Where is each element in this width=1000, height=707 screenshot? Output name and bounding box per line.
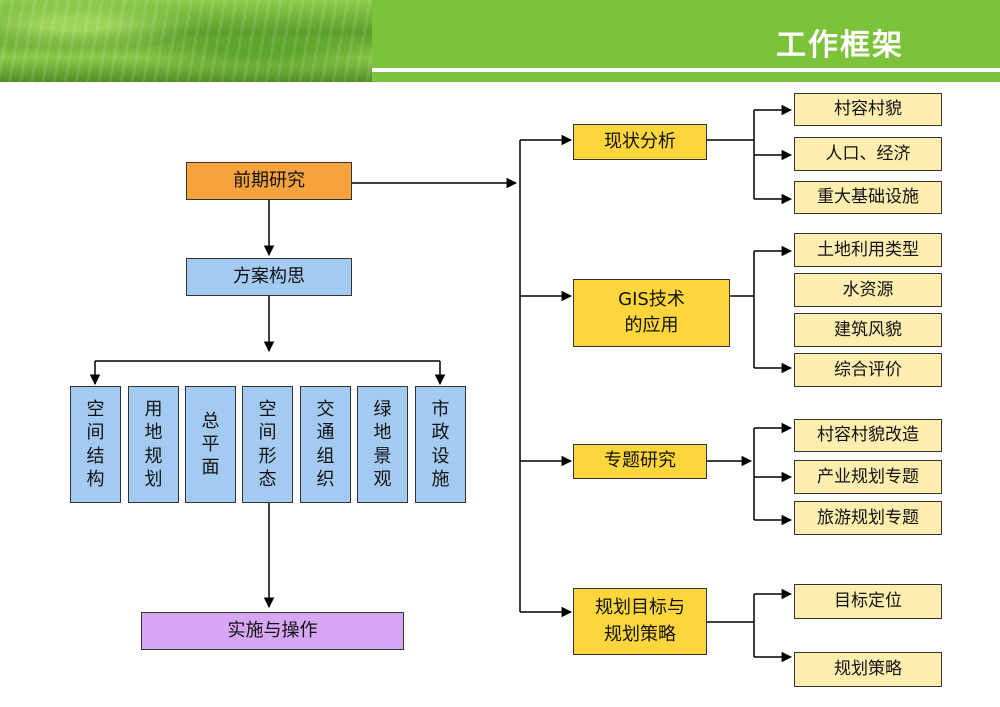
item-infrastructure: 重大基础设施 — [794, 181, 942, 214]
item-green-landscape: 绿地景观 — [357, 386, 408, 503]
item-spatial-form: 空间形态 — [242, 386, 293, 503]
category-special-study: 专题研究 — [573, 444, 707, 479]
item-municipal: 市政设施 — [415, 386, 466, 503]
item-population-economy: 人口、经济 — [794, 137, 942, 171]
item-target-positioning: 目标定位 — [794, 584, 942, 619]
header-divider — [372, 68, 1000, 72]
item-industry-topic: 产业规划专题 — [794, 460, 942, 494]
preliminary-research-box: 前期研究 — [186, 162, 352, 200]
category-goals-line2: 规划策略 — [604, 623, 676, 645]
category-goals-line1: 规划目标与 — [595, 597, 685, 619]
item-traffic: 交通组织 — [300, 386, 351, 503]
item-water-resources: 水资源 — [794, 273, 942, 307]
item-master-plan: 总平面 — [185, 386, 236, 503]
item-planning-strategy: 规划策略 — [794, 652, 942, 687]
category-gis-line2: 的应用 — [624, 315, 679, 336]
category-status-analysis: 现状分析 — [573, 124, 707, 160]
item-spatial-structure: 空间结构 — [70, 386, 121, 503]
tea-field-photo — [0, 0, 372, 82]
item-tourism-topic: 旅游规划专题 — [794, 501, 942, 535]
item-comprehensive-eval: 综合评价 — [794, 353, 942, 387]
implementation-box: 实施与操作 — [141, 612, 404, 650]
item-land-use: 用地规划 — [128, 386, 179, 503]
category-gis: GIS技术 的应用 — [573, 279, 730, 347]
item-architecture-style: 建筑风貌 — [794, 313, 942, 347]
item-village-renovation: 村容村貌改造 — [794, 419, 942, 452]
item-village-appearance: 村容村貌 — [794, 93, 942, 126]
category-goals-strategy: 规划目标与 规划策略 — [573, 588, 707, 655]
page-title: 工作框架 — [776, 28, 904, 63]
item-land-use-type: 土地利用类型 — [794, 233, 942, 267]
category-gis-line1: GIS技术 — [618, 288, 685, 310]
concept-box: 方案构思 — [186, 258, 352, 296]
